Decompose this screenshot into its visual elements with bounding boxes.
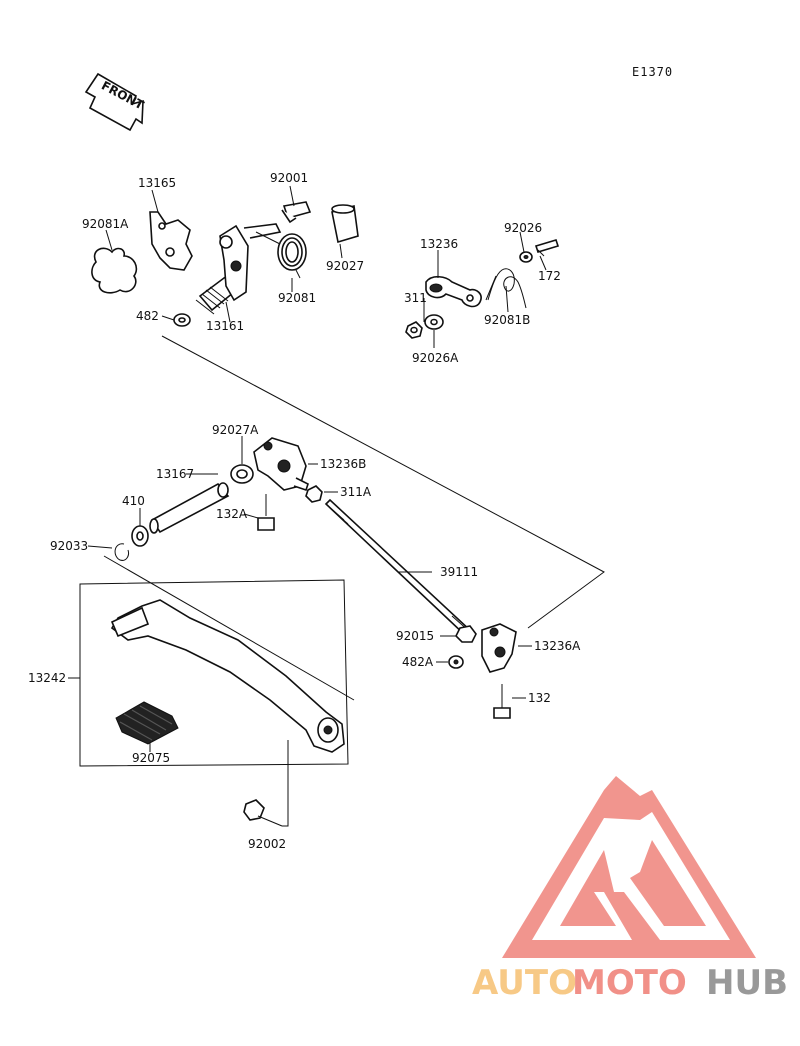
part-label-13236: 13236 <box>420 237 458 251</box>
shift-shaft-assembly <box>91 201 359 327</box>
part-label-482A: 482A <box>402 655 434 669</box>
shift-pedal <box>110 599 345 827</box>
leader-lines <box>68 185 547 752</box>
part-label-13236B: 13236B <box>320 457 366 471</box>
part-label-13242: 13242 <box>28 671 66 685</box>
diagram-code: E1370 <box>632 65 673 79</box>
stopper-lever-assembly <box>405 239 560 339</box>
part-label-39111: 39111 <box>440 565 478 579</box>
part-label-92075: 92075 <box>132 751 170 765</box>
bolt-leader <box>282 740 289 827</box>
automotohub-logo: AUTO MOTO HUB <box>472 776 788 1003</box>
assembly-line <box>161 335 605 629</box>
pedal-box <box>79 579 349 767</box>
watermark-auto: AUTO <box>472 963 577 1003</box>
part-label-13236A: 13236A <box>534 639 581 653</box>
part-label-172: 172 <box>538 269 561 283</box>
part-label-92027: 92027 <box>326 259 364 273</box>
part-label-92027A: 92027A <box>212 423 259 437</box>
part-label-13161: 13161 <box>206 319 244 333</box>
part-label-482: 482 <box>136 309 159 323</box>
part-label-92026A: 92026A <box>412 351 459 365</box>
part-label-92002: 92002 <box>248 837 286 851</box>
part-label-132: 132 <box>528 691 551 705</box>
part-label-92081A: 92081A <box>82 217 129 231</box>
part-label-13165: 13165 <box>138 176 176 190</box>
part-label-92033: 92033 <box>50 539 88 553</box>
pedal-line <box>103 555 355 701</box>
watermark-moto: MOTO <box>572 963 687 1003</box>
shift-rod-assembly <box>114 437 517 719</box>
part-label-92081: 92081 <box>278 291 316 305</box>
watermark-hub: HUB <box>706 963 788 1003</box>
part-label-92026: 92026 <box>504 221 542 235</box>
part-label-92081B: 92081B <box>484 313 530 327</box>
part-label-13167: 13167 <box>156 467 194 481</box>
part-label-92001: 92001 <box>270 171 308 185</box>
part-label-311: 311 <box>404 291 427 305</box>
part-label-132A: 132A <box>216 507 248 521</box>
part-label-92015: 92015 <box>396 629 434 643</box>
front-arrow-icon: FRONT <box>84 72 147 132</box>
part-label-410: 410 <box>122 494 145 508</box>
part-label-311A: 311A <box>340 485 372 499</box>
